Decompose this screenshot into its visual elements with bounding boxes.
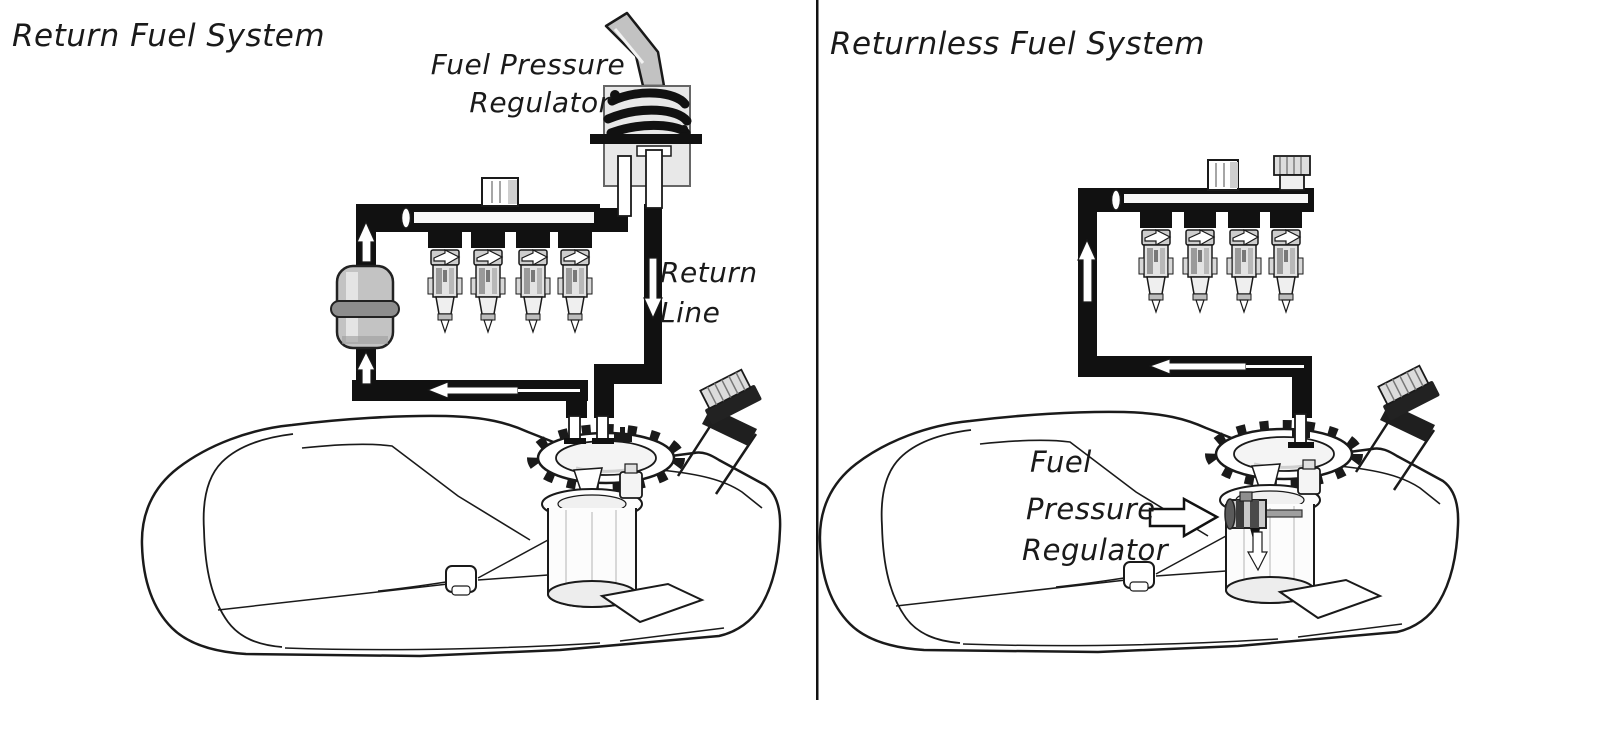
return-line-label-line2: Line [660, 296, 720, 329]
flange-tubes-left [564, 415, 614, 444]
fuel-injector [427, 249, 463, 333]
return-fuel-system-panel: Return Fuel System [12, 11, 780, 656]
fuel-injector [1182, 229, 1218, 313]
fuel-injector [1268, 229, 1304, 313]
fuel-injector [1226, 229, 1262, 313]
flow-arrow-down-icon [643, 257, 663, 320]
rail-fitting [1207, 159, 1239, 191]
left-panel-title: Return Fuel System [12, 18, 325, 54]
label-pointer-arrow-icon [1148, 496, 1220, 539]
fuel-rail-left [400, 177, 628, 232]
fpr-right-label-line2: Pressure [1026, 492, 1156, 526]
fpr-right-label-line3: Regulator [1022, 533, 1170, 567]
flow-arrow-up-icon [356, 220, 376, 263]
fuel-injector [515, 249, 551, 333]
flow-arrow-up-icon [356, 350, 376, 385]
return-line-label-line1: Return [660, 256, 758, 289]
right-panel-title: Returnless Fuel System [830, 26, 1205, 62]
fpr-label-line2: Regulator [469, 86, 611, 119]
fuel-rail-right [1110, 155, 1314, 212]
return-line-left [594, 204, 663, 418]
fpr-right-label-line1: Fuel [1030, 445, 1092, 479]
fuel-tank-left [142, 367, 780, 656]
returnless-fuel-system-panel: Returnless Fuel System [820, 26, 1458, 652]
rail-fitting [481, 177, 519, 207]
fuel-injectors-right [1138, 212, 1304, 313]
rail-pressure-test-port [1273, 155, 1311, 191]
fuel-pressure-regulator-left [590, 11, 702, 217]
fuel-filter [330, 264, 400, 350]
panel-divider [816, 0, 819, 700]
flow-arrow-down-icon [1246, 531, 1268, 572]
fuel-injector [557, 249, 593, 333]
fpr-label-line1: Fuel Pressure [431, 48, 625, 81]
fuel-injectors-left [427, 232, 593, 333]
fuel-injector [470, 249, 506, 333]
supply-line-left [352, 204, 588, 418]
fuel-injector [1138, 229, 1174, 313]
fuel-pressure-regulator-right [1224, 491, 1303, 572]
flow-arrow-up-icon [1077, 238, 1097, 303]
